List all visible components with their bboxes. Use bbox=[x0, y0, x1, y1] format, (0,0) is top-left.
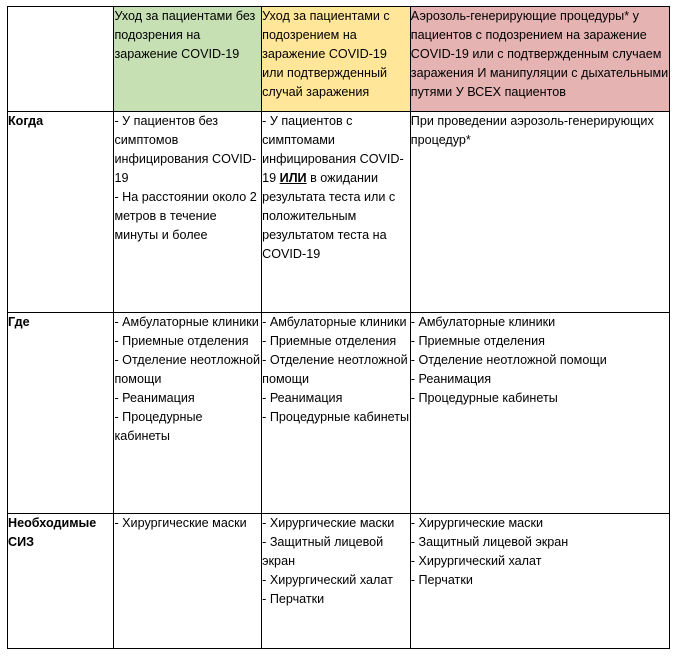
header-aerosol-procedures: Аэрозоль-генерирующие процедуры* у пацие… bbox=[409, 6, 671, 112]
list-item: - Перчатки bbox=[410, 573, 473, 587]
when-col2: - У пациентов с симптомами инфицирования… bbox=[261, 111, 411, 313]
list-item: - Приемные отделения bbox=[262, 334, 397, 348]
list-item: - Хирургические маски bbox=[410, 516, 543, 530]
list-item: - Процедурные кабинеты bbox=[410, 391, 558, 405]
list-item: - Приемные отделения bbox=[410, 334, 545, 348]
row-label-when: Когда bbox=[6, 111, 115, 313]
header-suspected-or-confirmed: Уход за пациентами с подозрением на зара… bbox=[261, 6, 411, 112]
list-item: - Реанимация bbox=[114, 391, 195, 405]
header-row: Уход за пациентами без подозрения на зар… bbox=[6, 6, 671, 112]
row-where: Где - Амбулаторные клиники - Приемные от… bbox=[6, 312, 671, 514]
list-item: - Процедурные кабинеты bbox=[114, 410, 203, 443]
where-col2: - Амбулаторные клиники - Приемные отделе… bbox=[261, 312, 411, 514]
row-label-where: Где bbox=[6, 312, 115, 514]
where-col3: - Амбулаторные клиники - Приемные отделе… bbox=[409, 312, 671, 514]
list-item: - Перчатки bbox=[262, 592, 325, 606]
row-ppe: Необходимые СИЗ - Хирургические маски - … bbox=[6, 513, 671, 649]
when-col2-text-part1: - У пациентов с симптомами инфицирования… bbox=[262, 114, 404, 185]
when-col3: При проведении аэрозоль-генерирующих про… bbox=[409, 111, 671, 313]
list-item: - Амбулаторные клиники bbox=[114, 315, 259, 329]
list-item: - Амбулаторные клиники bbox=[410, 315, 556, 329]
ppe-col2: - Хирургические маски - Защитный лицевой… bbox=[261, 513, 411, 649]
list-item: При проведении аэрозоль-генерирующих про… bbox=[410, 114, 654, 147]
list-item: - Хирургические маски bbox=[114, 516, 247, 530]
ppe-guidance-table: Уход за пациентами без подозрения на зар… bbox=[6, 6, 671, 649]
list-item: - Хирургические маски bbox=[262, 516, 395, 530]
list-item: - У пациентов без симптомов инфицировани… bbox=[114, 114, 257, 185]
row-when: Когда - У пациентов без симптомов инфици… bbox=[6, 111, 671, 313]
header-no-suspicion: Уход за пациентами без подозрения на зар… bbox=[113, 6, 263, 112]
list-item: - Отделение неотложной помощи bbox=[114, 353, 261, 386]
list-item: - Защитный лицевой экран bbox=[410, 535, 569, 549]
when-col1: - У пациентов без симптомов инфицировани… bbox=[113, 111, 263, 313]
list-item: - Процедурные кабинеты bbox=[262, 410, 410, 424]
list-item: - Приемные отделения bbox=[114, 334, 249, 348]
ppe-col1: - Хирургические маски bbox=[113, 513, 263, 649]
row-label-ppe: Необходимые СИЗ bbox=[6, 513, 115, 649]
list-item: - Реанимация bbox=[410, 372, 492, 386]
where-col1: - Амбулаторные клиники - Приемные отделе… bbox=[113, 312, 263, 514]
when-col2-emphasis-or: ИЛИ bbox=[279, 171, 307, 185]
list-item: - Отделение неотложной помощи bbox=[262, 353, 408, 386]
list-item: - Амбулаторные клиники bbox=[262, 315, 407, 329]
header-empty-cell bbox=[6, 6, 115, 112]
list-item: - Реанимация bbox=[262, 391, 343, 405]
when-col2-text-part2: в ожидании результата теста или с положи… bbox=[262, 171, 396, 261]
ppe-col3: - Хирургические маски - Защитный лицевой… bbox=[409, 513, 671, 649]
list-item: - Хирургический халат bbox=[410, 554, 542, 568]
list-item: - Защитный лицевой экран bbox=[262, 535, 384, 568]
list-item: - Отделение неотложной помощи bbox=[410, 353, 607, 367]
list-item: - На расстоянии около 2 метров в течение… bbox=[114, 190, 257, 242]
list-item: - Хирургический халат bbox=[262, 573, 393, 587]
